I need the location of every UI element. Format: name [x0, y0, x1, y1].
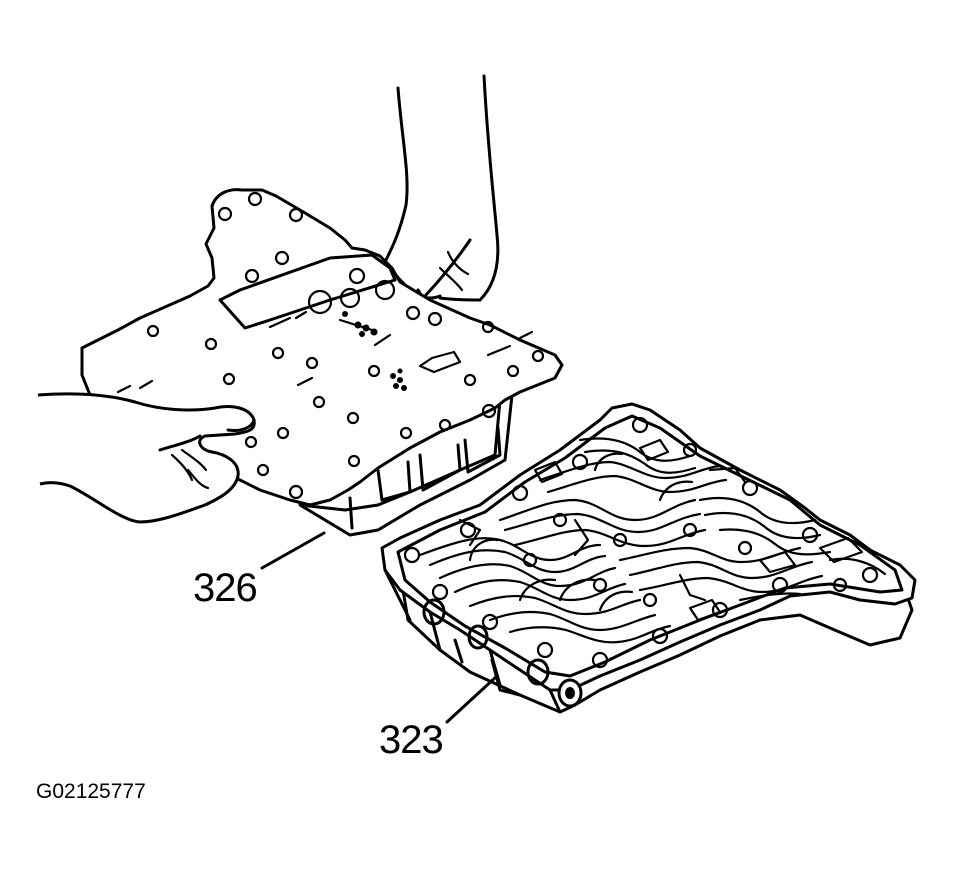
valve-body-bolt-holes	[403, 416, 879, 669]
upper-hand-illustration	[383, 74, 500, 308]
leader-line-326	[260, 531, 326, 570]
plate-hole-cluster	[342, 311, 407, 391]
leader-line-323	[445, 674, 499, 724]
callout-326: 326	[193, 566, 258, 610]
figure-id: G02125777	[36, 780, 146, 803]
plate-holes	[146, 191, 545, 500]
valve-body-channels	[418, 437, 887, 644]
valve-body-323	[380, 402, 917, 714]
left-hand-illustration	[37, 392, 256, 524]
callout-323: 323	[379, 718, 444, 762]
valve-body-pockets	[533, 438, 864, 622]
